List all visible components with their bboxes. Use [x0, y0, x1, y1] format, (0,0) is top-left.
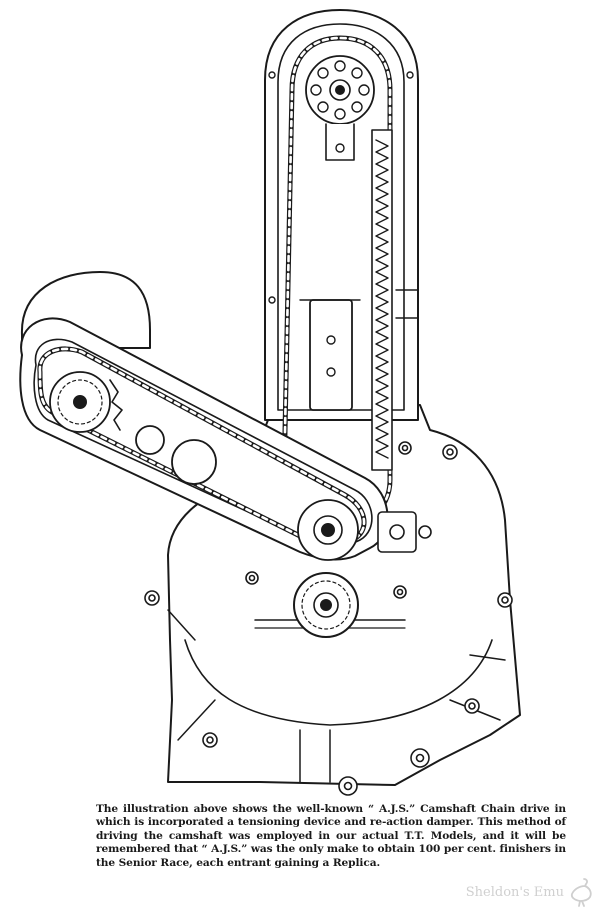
camshaft-sprocket: [305, 55, 375, 161]
watermark-text: Sheldon's Emu: [465, 884, 564, 900]
slanted-chain-cover: [19, 317, 389, 561]
crankcase-bolts: [144, 441, 513, 796]
watermark: Sheldon's Emu: [466, 877, 594, 907]
reaction-damper: [299, 299, 361, 411]
crankshaft-pinion: [293, 572, 359, 638]
intermediate-sprocket: [297, 499, 359, 561]
inspection-holes: [135, 425, 217, 485]
illustration-caption: The illustration above shows the well-kn…: [96, 803, 566, 869]
camshaft-chain-drive-illustration: [19, 9, 521, 796]
oil-pump-detail: [377, 511, 432, 553]
emu-logo-icon: [570, 878, 592, 907]
chain-tensioner: [371, 129, 419, 471]
magneto-sprocket: [49, 371, 123, 433]
